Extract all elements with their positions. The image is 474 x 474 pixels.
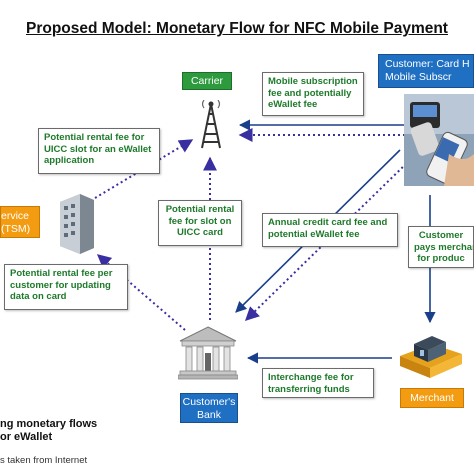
customers-bank-node: Customer's Bank <box>180 393 238 423</box>
flow-label-annual-credit-card-fee: Annual credit card fee and potential eWa… <box>262 213 398 247</box>
flow-label-customer-pays-merchant: Customer pays merchan for produc <box>408 226 474 268</box>
flow-label-rental-fee-slot-uicc-card: Potential rental fee for slot on UICC ca… <box>158 200 242 246</box>
merchant-node: Merchant <box>400 388 464 408</box>
image-source-note: s taken from Internet <box>0 455 88 466</box>
phone-payment-icon <box>404 94 474 186</box>
office-building-icon <box>60 194 94 254</box>
flow-label-interchange-fee: Interchange fee for transferring funds <box>262 368 374 398</box>
cell-tower-icon <box>201 100 221 149</box>
legend-text: ng monetary flows or eWallet <box>0 418 98 443</box>
flow-label-mobile-subscription-fee: Mobile subscription fee and potentially … <box>262 72 364 116</box>
arrow-customer-to-bank-dotted <box>244 159 411 321</box>
carrier-node: Carrier <box>182 72 232 90</box>
bank-icon <box>178 326 238 380</box>
flow-label-rental-fee-uicc-slot-ewallet: Potential rental fee for UICC slot for a… <box>38 128 160 174</box>
store-icon <box>400 336 462 378</box>
customer-card-holder-node: Customer: Card H Mobile Subscr <box>378 54 474 88</box>
tsm-service-node: ervice (TSM) <box>0 206 40 238</box>
diagram-title: Proposed Model: Monetary Flow for NFC Mo… <box>26 20 448 37</box>
flow-label-rental-fee-per-customer: Potential rental fee per customer for up… <box>4 264 128 310</box>
